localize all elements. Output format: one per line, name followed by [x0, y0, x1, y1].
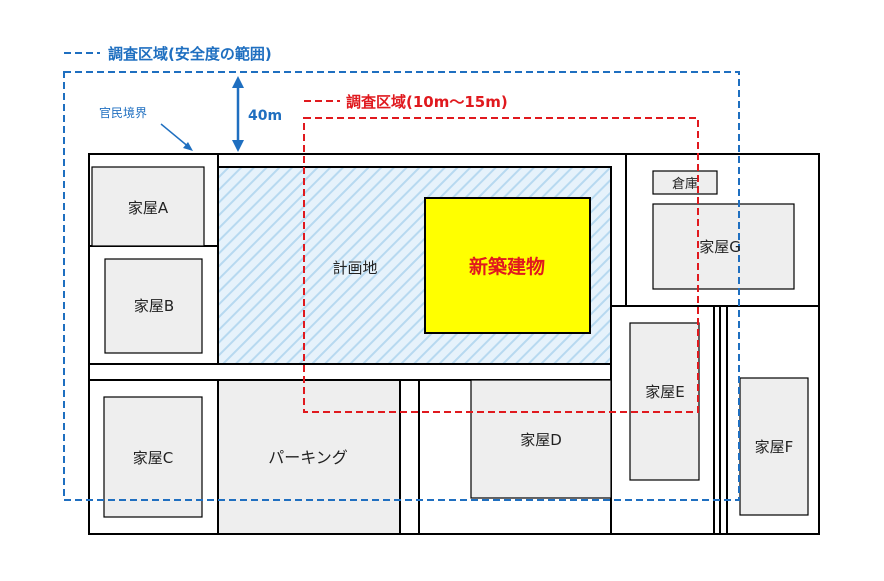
legend-blue-label: 調査区域(安全度の範囲): [108, 45, 272, 63]
lot-parking: [217, 379, 401, 535]
warehouse: [652, 170, 718, 195]
distance-arrow-bottom: [232, 140, 244, 152]
boundary-pointer-head: [183, 142, 193, 151]
new-building-label: 新築建物: [469, 255, 545, 278]
house-c: [103, 396, 203, 518]
house-f-label: 家屋F: [755, 438, 794, 456]
road-strip: [88, 363, 612, 381]
house-b-label: 家屋B: [134, 297, 174, 315]
warehouse-label: 倉庫: [672, 177, 698, 192]
house-g: [652, 203, 795, 290]
new-building: [424, 197, 591, 334]
house-c-label: 家屋C: [133, 449, 173, 467]
boundary-label: 官民境界: [99, 105, 147, 120]
house-e-label: 家屋E: [645, 383, 684, 401]
house-a: [91, 166, 205, 247]
survey-area-red: [303, 117, 699, 413]
distance-arrow-top: [232, 76, 244, 88]
house-a-label: 家屋A: [128, 199, 169, 217]
parking-label: パーキング: [268, 448, 348, 467]
house-d: [470, 379, 612, 499]
legend-red-label: 調査区域(10m〜15m): [346, 93, 508, 111]
house-e: [629, 322, 700, 481]
house-g-label: 家屋G: [699, 238, 741, 256]
distance-label: 40m: [248, 108, 282, 124]
plan-site-label: 計画地: [332, 259, 377, 277]
boundary-pointer-line: [160, 123, 191, 149]
survey-area-blue: [63, 71, 740, 501]
house-b: [104, 258, 203, 354]
house-d-label: 家屋D: [520, 431, 562, 449]
